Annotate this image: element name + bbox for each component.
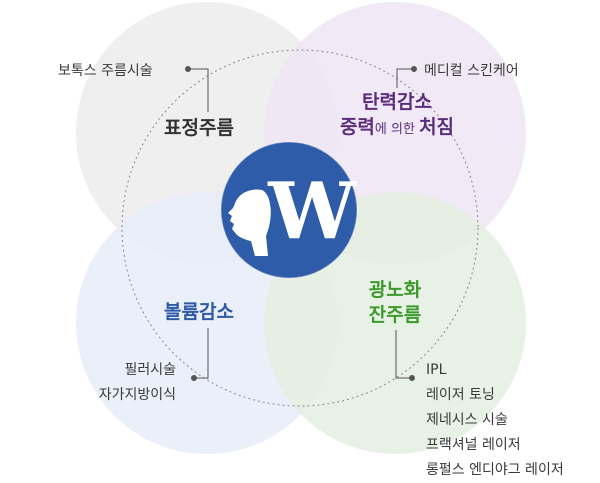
treatment-fractional-laser: 프랙셔널 레이저 (426, 437, 521, 453)
treatment-laser-toning: 레이저 토닝 (426, 387, 495, 403)
treatments-volume: 필러시술 자가지방이식 (74, 358, 176, 408)
connector-lines (185, 66, 417, 381)
treatment-fat-graft: 자가지방이식 (98, 387, 176, 403)
face-profile-icon (228, 189, 271, 256)
title-elasticity-line2: 중력에 의한 처짐 (339, 116, 455, 138)
title-photoaging-line1: 광노화 (368, 279, 422, 301)
center-logo-badge: W (220, 141, 358, 279)
title-elasticity-line1: 탄력감소 (362, 91, 432, 113)
title-expression-wrinkles: 표정주름 (164, 117, 234, 139)
title-elasticity-loss: 탄력감소 중력에 의한 처짐 (329, 90, 465, 142)
treatments-photoaging: IPL 레이저 토닝 제네시스 시술 프랙셔널 레이저 롱펄스 엔디야그 레이저 (426, 358, 564, 483)
treatment-filler: 필러시술 (124, 362, 176, 378)
treatment-genesis: 제네시스 시술 (426, 412, 508, 428)
title-photoaging: 광노화 잔주름 (354, 278, 436, 328)
treatment-medical-skincare: 메디컬 스킨케어 (424, 63, 519, 79)
treatment-botox: 보톡스 주름시술 (58, 63, 153, 79)
logo-letter: W (267, 166, 357, 257)
treatment-ipl: IPL (426, 362, 447, 378)
title-photoaging-line2: 잔주름 (368, 304, 422, 326)
title-volume-loss: 볼륨감소 (164, 301, 234, 323)
dotted-ring (121, 49, 479, 407)
treatment-longpulse-ndyag: 롱펄스 엔디야그 레이저 (426, 462, 564, 478)
